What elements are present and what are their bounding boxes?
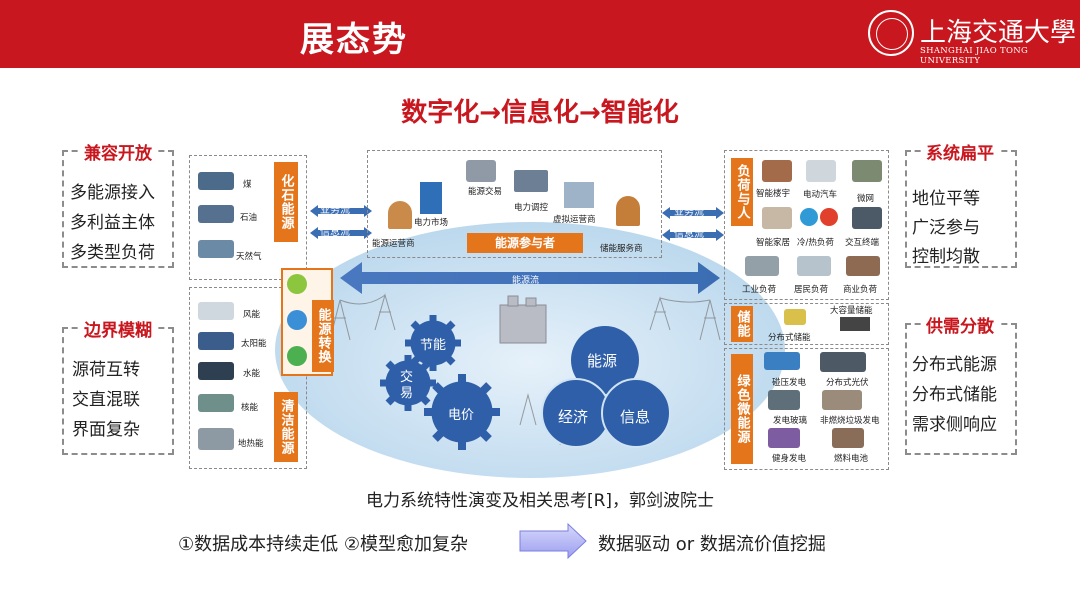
load-item: 工业负荷: [742, 283, 776, 295]
storage-item: 大容量储能: [830, 304, 873, 316]
market-icon: [420, 182, 442, 214]
load-label: 负荷与人: [731, 158, 753, 226]
green-item: 分布式光伏: [826, 376, 869, 388]
load-item: 电动汽车: [803, 188, 837, 200]
residential-image: [797, 256, 831, 276]
green-item: 燃料电池: [834, 452, 868, 464]
load-item: 居民负荷: [794, 283, 828, 295]
terminal-image: [852, 207, 882, 229]
trade-icon: [466, 160, 496, 182]
battery-icon: [784, 309, 806, 325]
load-item: 微网: [857, 192, 874, 204]
storage-label: 储能: [731, 306, 753, 342]
lightning-icon: [287, 346, 307, 366]
green-item: 碰压发电: [772, 376, 806, 388]
energy-item: 核能: [241, 401, 258, 413]
energy-item: 地热能: [238, 437, 264, 449]
circle-label: 信息: [620, 406, 650, 427]
recycle-icon: [287, 310, 307, 330]
energy-item: 煤: [243, 178, 252, 190]
smart-home-image: [762, 207, 792, 229]
oil-image: [198, 205, 234, 223]
energy-item: 石油: [240, 211, 257, 223]
participant-item: 储能服务商: [600, 242, 643, 254]
load-item: 智能家居: [756, 236, 790, 248]
energy-item: 太阳能: [241, 337, 267, 349]
geothermal-image: [198, 428, 234, 450]
business-flow-label: 业务流: [320, 201, 350, 216]
piezo-image: [764, 352, 800, 370]
virtual-operator-icon: [564, 182, 594, 208]
load-item: 智能楼宇: [756, 187, 790, 199]
load-item: 商业负荷: [843, 283, 877, 295]
clean-energy-label: 清洁能源: [274, 392, 298, 462]
fuel-cell-image: [832, 428, 864, 448]
energy-item: 天然气: [236, 250, 262, 262]
hydro-image: [198, 362, 234, 380]
operator-icon: [388, 201, 412, 229]
bottom-right-text: 数据驱动 or 数据流价值挖掘: [598, 530, 826, 556]
load-item: 交互终端: [845, 236, 879, 248]
glass-image: [768, 390, 800, 410]
gear-label: 节能: [420, 334, 446, 353]
pv-image: [820, 352, 866, 372]
storage-provider-icon: [616, 196, 640, 226]
bottom-left-text: ①数据成本持续走低 ②模型愈加复杂: [178, 530, 468, 556]
fitness-image: [768, 428, 800, 448]
green-item: 健身发电: [772, 452, 806, 464]
participant-item: 电力调控: [514, 201, 548, 213]
circle-label: 经济: [558, 406, 588, 427]
gas-image: [198, 240, 234, 258]
battery-icon: [287, 274, 307, 294]
industrial-image: [745, 256, 779, 276]
participant-item: 能源运营商: [372, 237, 415, 249]
smart-building-image: [762, 160, 792, 182]
energy-flow-label: 能源流: [512, 273, 539, 286]
commercial-image: [846, 256, 880, 276]
microgrid-image: [852, 160, 882, 182]
cold-icon: [800, 208, 818, 226]
solar-image: [198, 332, 234, 350]
dispatch-icon: [514, 170, 548, 192]
system-ellipse: [275, 222, 785, 478]
green-item: 非燃烧垃圾发电: [820, 414, 880, 426]
green-item: 发电玻璃: [773, 414, 807, 426]
gear-label: 交易: [400, 370, 418, 402]
figure-caption: 电力系统特性演变及相关思考[R]，郭剑波院士: [0, 486, 1080, 511]
participants-label: 能源参与者: [467, 233, 583, 253]
load-item: 冷/热负荷: [797, 236, 834, 248]
info-flow-label: 信息流: [320, 223, 350, 238]
large-battery-icon: [840, 317, 870, 331]
energy-item: 风能: [243, 308, 260, 320]
circle-label: 能源: [587, 350, 617, 371]
ev-image: [806, 160, 836, 182]
info-flow-label: 信息流: [674, 225, 704, 240]
business-flow-label: 业务流: [674, 203, 704, 218]
wind-image: [198, 302, 234, 320]
gear-label: 电价: [448, 404, 474, 423]
participant-item: 电力市场: [414, 216, 448, 228]
energy-item: 水能: [243, 367, 260, 379]
coal-image: [198, 172, 234, 190]
heat-icon: [820, 208, 838, 226]
fossil-energy-label: 化石能源: [274, 162, 298, 242]
participant-item: 虚拟运营商: [553, 213, 596, 225]
waste-image: [822, 390, 862, 410]
nuclear-image: [198, 394, 234, 412]
participant-item: 能源交易: [468, 185, 502, 197]
green-energy-label: 绿色微能源: [731, 354, 753, 464]
conversion-label: 能源转换: [312, 300, 334, 372]
bottom-arrow: [520, 524, 586, 558]
storage-item: 分布式储能: [768, 331, 811, 343]
